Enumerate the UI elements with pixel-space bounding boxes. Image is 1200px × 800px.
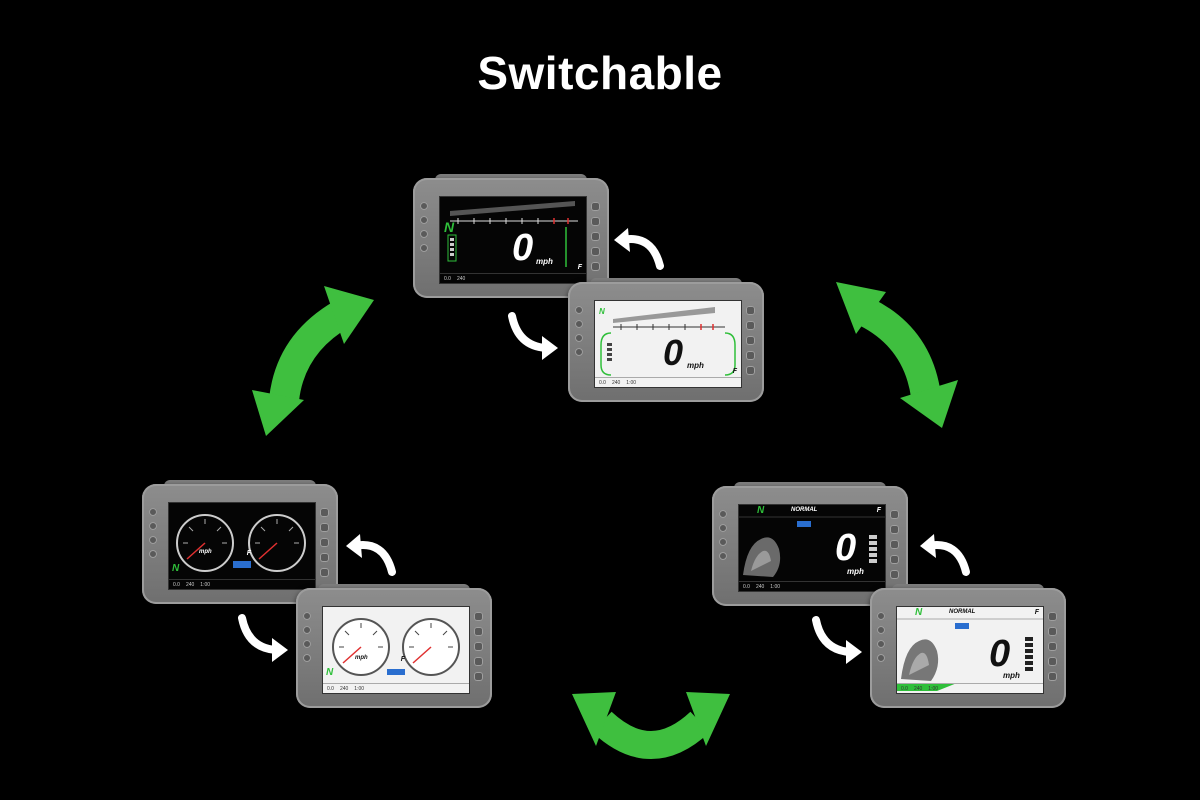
switch-arrow-icon xyxy=(614,228,664,270)
mode-indicator: F xyxy=(1034,609,1039,616)
display-screen: N mph F 0.0 240 1:00 xyxy=(168,502,316,590)
display-top-light: N 0 mph F 0.0 240 1:00 xyxy=(568,278,764,402)
status-bar: 0.0 240 1:00 xyxy=(897,683,1043,693)
trip-value: 0.0 xyxy=(327,685,334,692)
status-bar: 0.0 240 xyxy=(440,273,586,283)
page-title: Switchable xyxy=(477,47,723,99)
gear-indicator: N xyxy=(757,505,765,516)
switch-arrow-icon xyxy=(346,534,396,576)
time-value: 1:00 xyxy=(200,581,211,588)
speed-unit: mph xyxy=(1003,671,1020,680)
time-value: 1:00 xyxy=(770,583,781,590)
cycle-arrow-left-icon xyxy=(252,286,374,436)
status-bar: 0.0 240 1:00 xyxy=(739,581,885,591)
gear-indicator: N xyxy=(326,667,334,678)
status-bar: 0.0 240 1:00 xyxy=(169,579,315,589)
trip-value: 0.0 xyxy=(173,581,180,588)
mode-indicator: F xyxy=(400,656,405,663)
rpm-value: 240 xyxy=(611,379,621,386)
status-bar: 0.0 240 1:00 xyxy=(595,377,741,387)
speed-unit: mph xyxy=(687,361,704,370)
display-screen: N NORMAL 0 mph F 0.0 240 1:00 xyxy=(896,606,1044,694)
rpm-value: 240 xyxy=(185,581,195,588)
rpm-value: 240 xyxy=(755,583,765,590)
display-screen: N NORMAL 0 mph F 0.0 240 1:00 xyxy=(738,504,886,592)
mode-indicator: F xyxy=(876,507,881,514)
speed-readout: 0 xyxy=(989,633,1011,675)
trip-value: 0.0 xyxy=(901,685,908,692)
display-screen: N mph F 0.0 240 1:00 xyxy=(322,606,470,694)
speed-readout: 0 xyxy=(512,227,534,269)
display-right-light: N NORMAL 0 mph F 0.0 240 1:00 xyxy=(870,584,1066,708)
trip-value: 0.0 xyxy=(599,379,606,386)
display-screen: N 0 mph F 0.0 240 xyxy=(439,196,587,284)
trip-value: 0.0 xyxy=(743,583,750,590)
trip-value: 0.0 xyxy=(444,275,451,282)
speed-unit: mph xyxy=(355,655,368,661)
speed-unit: mph xyxy=(847,567,864,576)
rpm-value: 240 xyxy=(339,685,349,692)
switch-arrow-icon xyxy=(812,616,862,664)
speed-unit: mph xyxy=(199,549,212,555)
drive-mode-label: NORMAL xyxy=(949,609,976,615)
speed-readout: 0 xyxy=(835,527,857,569)
cycle-arrow-right-icon xyxy=(836,282,958,428)
rpm-value: 240 xyxy=(913,685,923,692)
status-bar: 0.0 240 1:00 xyxy=(323,683,469,693)
speed-unit: mph xyxy=(536,257,553,266)
display-screen: N 0 mph F 0.0 240 1:00 xyxy=(594,300,742,388)
gear-indicator: N xyxy=(599,307,605,316)
display-left-dark: N mph F 0.0 240 1:00 xyxy=(142,480,338,604)
time-value: 1:00 xyxy=(354,685,365,692)
gear-indicator: N xyxy=(172,563,180,574)
mode-indicator: F xyxy=(732,368,737,375)
switch-arrow-icon xyxy=(920,534,970,576)
speed-readout: 0 xyxy=(663,332,684,373)
switch-arrow-icon xyxy=(508,312,558,360)
gear-indicator: N xyxy=(444,219,455,235)
switch-arrow-icon xyxy=(238,614,288,662)
cycle-arrow-bottom-icon xyxy=(572,692,730,759)
display-left-light: N mph F 0.0 240 1:00 xyxy=(296,584,492,708)
mode-indicator: F xyxy=(577,264,582,271)
time-value: 1:00 xyxy=(928,685,939,692)
time-value: 1:00 xyxy=(626,379,637,386)
display-right-dark: N NORMAL 0 mph F 0.0 240 1:00 xyxy=(712,482,908,606)
rpm-value: 240 xyxy=(456,275,466,282)
gear-indicator: N xyxy=(915,607,923,618)
display-top-dark: N 0 mph F 0.0 240 xyxy=(413,174,609,298)
mode-indicator: F xyxy=(246,550,251,557)
drive-mode-label: NORMAL xyxy=(791,507,818,513)
